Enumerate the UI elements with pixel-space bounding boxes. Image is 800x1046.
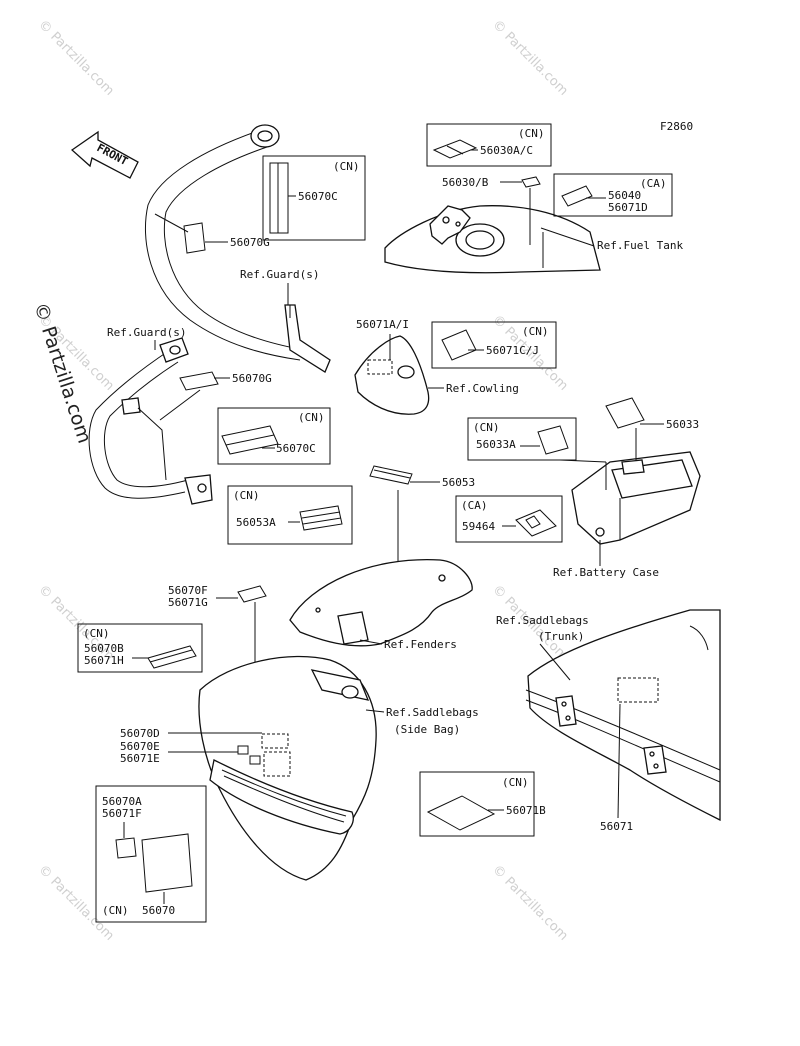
part-56071H: 56071H bbox=[84, 654, 124, 667]
part-56033A: 56033A bbox=[476, 438, 516, 451]
ref-fenders: Ref.Fenders bbox=[384, 638, 457, 651]
saddlebag-side bbox=[198, 655, 377, 881]
engine-guard-lower bbox=[88, 337, 213, 505]
region-box-cn bbox=[419, 771, 535, 837]
region-label: (CN) bbox=[298, 411, 325, 424]
part-56071D: 56071D bbox=[608, 201, 648, 214]
region-label: (CN) bbox=[83, 627, 110, 640]
region-label: (CN) bbox=[333, 160, 360, 173]
region-label: (CA) bbox=[640, 177, 667, 190]
region-box-ca bbox=[455, 495, 563, 543]
region-box-cn bbox=[467, 417, 577, 461]
region-box-cn bbox=[95, 785, 207, 923]
region-label: (CN) bbox=[502, 776, 529, 789]
region-box-cn bbox=[77, 623, 203, 673]
ref-guard-top: Ref.Guard(s) bbox=[240, 268, 319, 281]
fender bbox=[289, 558, 473, 647]
part-56070G-lower: 56070G bbox=[232, 372, 272, 385]
part-56070E: 56070E bbox=[120, 740, 160, 753]
part-56030B: 56030/B bbox=[442, 176, 489, 189]
cowling bbox=[354, 335, 430, 415]
part-56071CJ: 56071C/J bbox=[486, 344, 539, 357]
decal-56053 bbox=[369, 465, 413, 485]
part-56070C-lower: 56070C bbox=[276, 442, 316, 455]
ref-saddlebags-side-2: (Side Bag) bbox=[394, 723, 460, 736]
part-56070B: 56070B bbox=[84, 642, 124, 655]
part-56070C: 56070C bbox=[298, 190, 338, 203]
region-label: (CN) bbox=[518, 127, 545, 140]
region-label: (CN) bbox=[233, 489, 260, 502]
battery-case bbox=[571, 451, 701, 545]
ref-fuel-tank: Ref.Fuel Tank bbox=[597, 239, 683, 252]
part-56070A: 56070A bbox=[102, 795, 142, 808]
part-56033: 56033 bbox=[666, 418, 699, 431]
figure-code: F2860 bbox=[660, 120, 693, 133]
ref-battery-case: Ref.Battery Case bbox=[553, 566, 659, 579]
fuel-tank bbox=[384, 205, 601, 274]
ref-guard-left: Ref.Guard(s) bbox=[107, 326, 186, 339]
region-label: (CN) bbox=[473, 421, 500, 434]
watermark: © Partzilla.com bbox=[489, 17, 571, 99]
watermark: © Partzilla.com bbox=[35, 17, 117, 99]
region-box-cn bbox=[426, 123, 552, 167]
region-box-cn bbox=[431, 321, 557, 369]
ref-cowling: Ref.Cowling bbox=[446, 382, 519, 395]
region-label: (CN) bbox=[102, 904, 129, 917]
decal-56070G bbox=[183, 222, 206, 254]
region-label: (CN) bbox=[522, 325, 549, 338]
part-56071F: 56071F bbox=[102, 807, 142, 820]
ref-saddlebags-side-1: Ref.Saddlebags bbox=[386, 706, 479, 719]
region-box-cn bbox=[262, 155, 366, 241]
saddlebag-trunk bbox=[525, 609, 721, 822]
part-56053A: 56053A bbox=[236, 516, 276, 529]
ref-saddlebags-trunk-2: (Trunk) bbox=[538, 630, 584, 643]
part-56071B: 56071B bbox=[506, 804, 546, 817]
part-56071E: 56071E bbox=[120, 752, 160, 765]
part-56053: 56053 bbox=[442, 476, 475, 489]
part-56040: 56040 bbox=[608, 189, 641, 202]
part-56071G: 56071G bbox=[168, 596, 208, 609]
part-56070D: 56070D bbox=[120, 727, 160, 740]
part-56070: 56070 bbox=[142, 904, 175, 917]
part-56030AC: 56030A/C bbox=[480, 144, 533, 157]
front-arrow-icon: FRONT bbox=[70, 130, 139, 179]
part-56070G: 56070G bbox=[230, 236, 270, 249]
ref-saddlebags-trunk-1: Ref.Saddlebags bbox=[496, 614, 589, 627]
part-59464: 59464 bbox=[462, 520, 495, 533]
region-box-cn bbox=[227, 485, 353, 545]
decal-56033 bbox=[605, 397, 645, 429]
decal-56070G-lower bbox=[179, 371, 219, 391]
watermark: © Partzilla.com bbox=[35, 862, 117, 944]
part-56070F: 56070F bbox=[168, 584, 208, 597]
region-box-cn bbox=[217, 407, 331, 465]
engine-guard-upper bbox=[145, 124, 331, 373]
watermark: © Partzilla.com bbox=[489, 862, 571, 944]
region-label: (CA) bbox=[461, 499, 488, 512]
part-56071AI: 56071A/I bbox=[356, 318, 409, 331]
part-56071: 56071 bbox=[600, 820, 633, 833]
region-box-ca bbox=[553, 173, 673, 217]
